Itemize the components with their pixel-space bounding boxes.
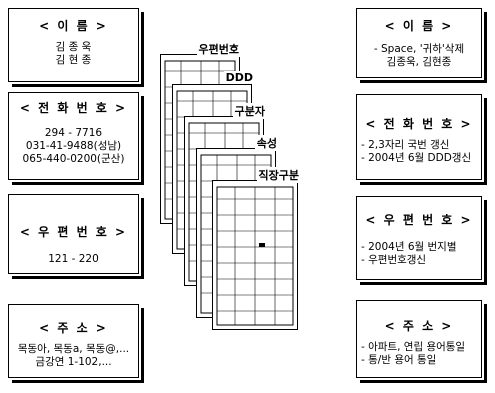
right-address-box: < 주 소 > - 아파트, 연립 용어통일 - 통/반 용어 통일 bbox=[356, 300, 487, 383]
right-name-body: - Space, '귀하'삭제 김종욱, 김현종 bbox=[357, 43, 481, 69]
left-address-line-2: 금강연 1-102,... bbox=[35, 356, 112, 368]
left-phone-line-1: 294 - 7716 bbox=[44, 127, 103, 139]
right-phone-line-2: - 2004년 6월 DDD갱신 bbox=[361, 152, 472, 164]
left-address-box: < 주 소 > 목동아, 목동a, 목동@,... 금강연 1-102,... bbox=[8, 304, 144, 383]
sheet-label-ddd: DDD bbox=[223, 71, 255, 84]
right-address-line-2: - 통/반 용어 통일 bbox=[361, 354, 437, 366]
left-postal-box: < 우 편 번 호 > 121 - 220 bbox=[8, 194, 144, 279]
sheet-label-attribute: 속성 bbox=[254, 135, 279, 151]
left-address-line-1: 목동아, 목동a, 목동@,... bbox=[17, 343, 130, 355]
right-postal-title: < 우 편 번 호 > bbox=[365, 213, 473, 227]
left-phone-title: < 전 화 번 호 > bbox=[19, 101, 128, 115]
right-address-line-1: - 아파트, 연립 용어통일 bbox=[361, 341, 466, 353]
left-name-line-1: 김 종 욱 bbox=[55, 41, 92, 53]
right-postal-box: < 우 편 번 호 > - 2004년 6월 번지별 - 우편번호갱신 bbox=[356, 196, 487, 285]
left-postal-line-1: 121 - 220 bbox=[48, 253, 99, 265]
right-name-line-1: - Space, '귀하'삭제 bbox=[373, 43, 465, 55]
right-phone-box: < 전 화 번 호 > - 2,3자리 국번 갱신 - 2004년 6월 DDD… bbox=[356, 94, 487, 185]
right-phone-title: < 전 화 번 호 > bbox=[365, 117, 473, 131]
sheet-label-postal: 우편번호 bbox=[196, 41, 241, 57]
sheet-label-workplace: 직장구분 bbox=[256, 167, 301, 183]
left-phone-line-3: 065-440-0200(군산) bbox=[22, 153, 125, 165]
right-name-title: < 이 름 > bbox=[384, 19, 454, 33]
sheet-label-separator: 구분자 bbox=[232, 103, 267, 119]
right-phone-body: - 2,3자리 국번 갱신 - 2004년 6월 DDD갱신 bbox=[357, 139, 481, 165]
left-phone-box: < 전 화 번 호 > 294 - 7716 031-41-9488(성남) 0… bbox=[8, 92, 144, 185]
right-name-box: < 이 름 > - Space, '귀하'삭제 김종욱, 김현종 bbox=[356, 8, 487, 83]
left-address-body: 목동아, 목동a, 목동@,... 금강연 1-102,... bbox=[9, 343, 138, 369]
right-postal-line-1: - 2004년 6월 번지별 bbox=[361, 241, 457, 253]
right-address-body: - 아파트, 연립 용어통일 - 통/반 용어 통일 bbox=[357, 341, 481, 367]
left-postal-body: 121 - 220 bbox=[9, 253, 138, 266]
right-name-line-2: 김종욱, 김현종 bbox=[386, 56, 452, 68]
right-postal-line-2: - 우편번호갱신 bbox=[361, 254, 427, 266]
left-address-title: < 주 소 > bbox=[39, 321, 108, 335]
left-postal-title: < 우 편 번 호 > bbox=[19, 225, 128, 239]
left-phone-body: 294 - 7716 031-41-9488(성남) 065-440-0200(… bbox=[9, 127, 138, 166]
left-phone-line-2: 031-41-9488(성남) bbox=[25, 140, 122, 152]
left-name-box: < 이 름 > 김 종 욱 김 현 종 bbox=[8, 8, 144, 87]
sheet-card-workplace: 직장구분 bbox=[212, 167, 301, 330]
sheet-stack: 우편번호 DDD bbox=[160, 40, 350, 340]
sheet-grid bbox=[216, 186, 294, 326]
left-name-title: < 이 름 > bbox=[39, 19, 108, 33]
left-name-line-2: 김 현 종 bbox=[55, 54, 92, 66]
right-phone-line-1: - 2,3자리 국번 갱신 bbox=[361, 139, 450, 151]
left-name-body: 김 종 욱 김 현 종 bbox=[9, 41, 138, 67]
right-postal-body: - 2004년 6월 번지별 - 우편번호갱신 bbox=[357, 241, 481, 267]
right-address-title: < 주 소 > bbox=[384, 319, 454, 333]
